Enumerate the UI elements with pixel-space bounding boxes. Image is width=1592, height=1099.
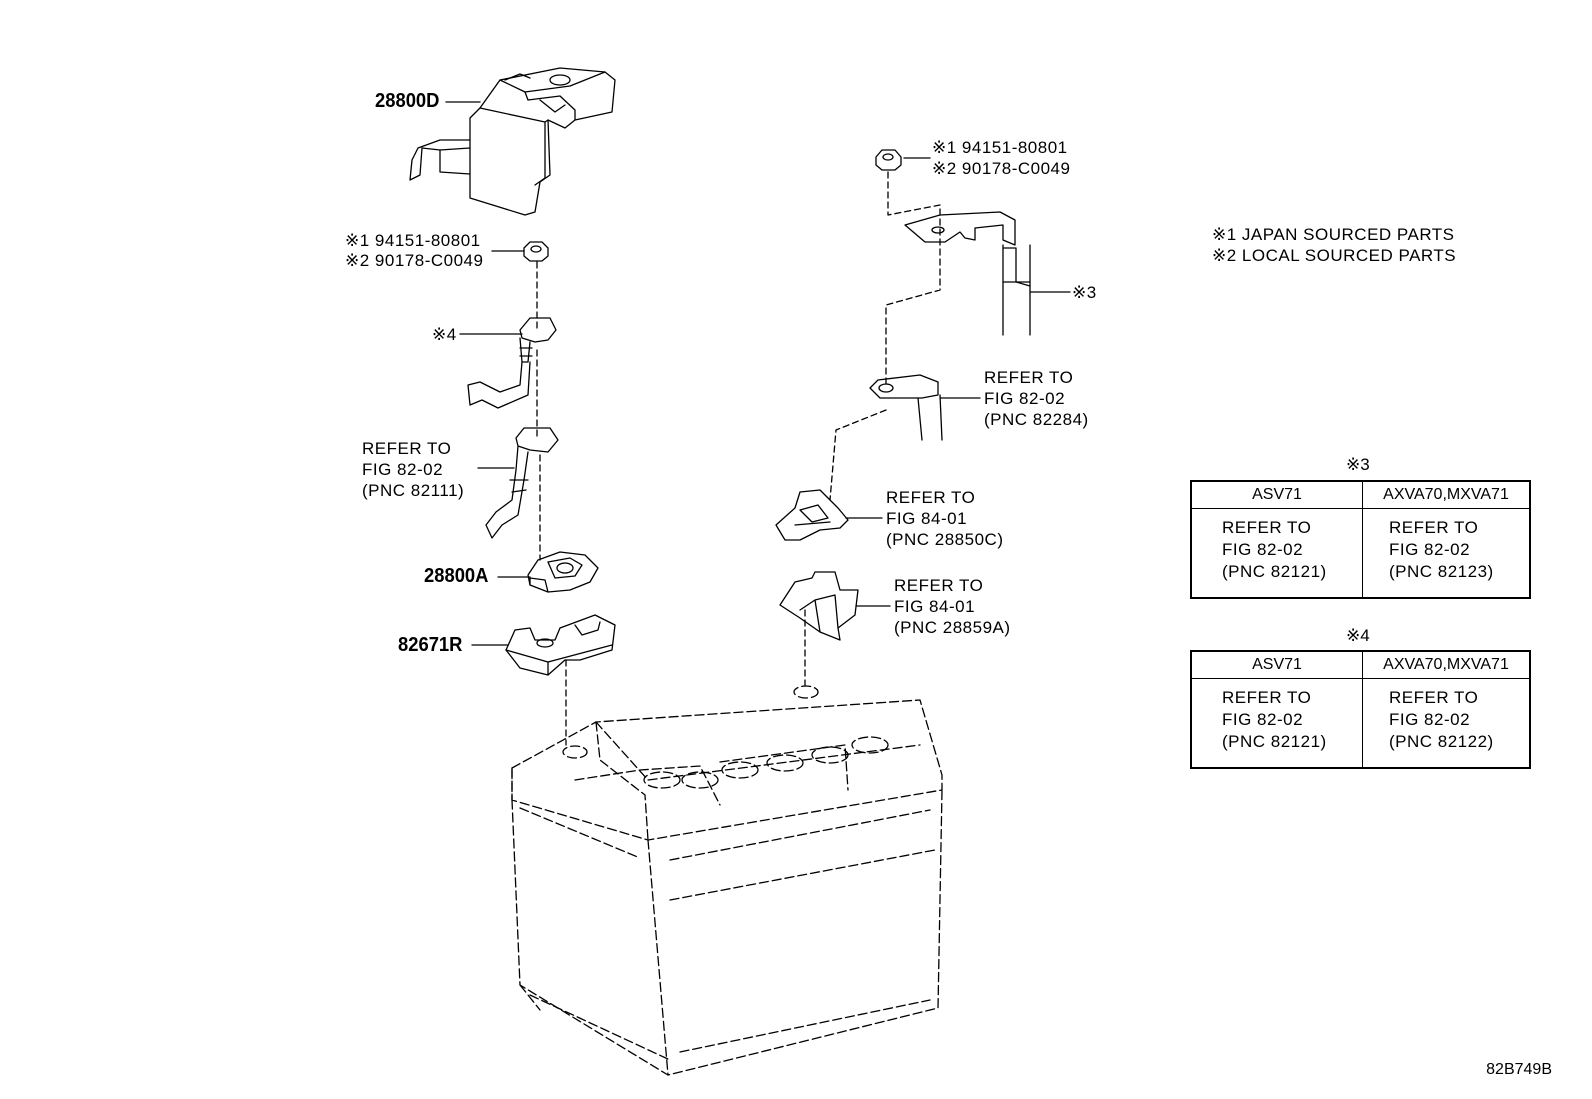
clamp-drawing bbox=[527, 551, 599, 593]
nut-right-label-1[interactable]: ※1 94151-80801 bbox=[932, 138, 1068, 157]
dashed-axis-right bbox=[804, 171, 941, 691]
nut-left-label-2[interactable]: ※2 90178-C0049 bbox=[345, 251, 484, 270]
table3-col-asv71: ASV71 bbox=[1190, 480, 1363, 509]
part-number-28800d[interactable]: 28800D bbox=[375, 90, 440, 112]
bracket-28859a-drawing bbox=[779, 571, 859, 641]
part-number-82671r[interactable]: 82671R bbox=[398, 634, 463, 656]
cable-mark3-drawing bbox=[904, 211, 1031, 336]
nut-right-label-2[interactable]: ※2 90178-C0049 bbox=[932, 159, 1071, 178]
ref-pnc-28850c[interactable]: REFER TO FIG 84-01 (PNC 28850C) bbox=[886, 488, 1004, 549]
table3-title: ※3 bbox=[1346, 455, 1370, 474]
table4-title: ※4 bbox=[1346, 626, 1370, 645]
holder-drawing bbox=[505, 614, 616, 676]
table4-col-axva70: AXVA70,MXVA71 bbox=[1362, 650, 1531, 679]
dashed-axis-left bbox=[536, 261, 567, 746]
nut-right-drawing bbox=[875, 149, 902, 171]
terminal-28850c-drawing bbox=[775, 489, 849, 541]
table-mark3: ASV71 AXVA70,MXVA71 REFER TO FIG 82-02 (… bbox=[1190, 480, 1531, 599]
nut-left-label-1[interactable]: ※1 94151-80801 bbox=[345, 231, 481, 250]
table4-cell-asv71[interactable]: REFER TO FIG 82-02 (PNC 82121) bbox=[1190, 678, 1363, 769]
legend-line-2: ※2 LOCAL SOURCED PARTS bbox=[1212, 246, 1457, 265]
legend-line-1: ※1 JAPAN SOURCED PARTS bbox=[1212, 225, 1455, 244]
ref-pnc-28859a[interactable]: REFER TO FIG 84-01 (PNC 28859A) bbox=[894, 576, 1011, 637]
terminal-cover-drawing bbox=[409, 67, 616, 216]
battery-drawing bbox=[511, 685, 943, 1076]
table4-col-asv71: ASV71 bbox=[1190, 650, 1363, 679]
table-mark4: ASV71 AXVA70,MXVA71 REFER TO FIG 82-02 (… bbox=[1190, 650, 1531, 769]
ref-pnc-82111[interactable]: REFER TO FIG 82-02 (PNC 82111) bbox=[362, 439, 465, 500]
cable-82111-drawing bbox=[485, 427, 559, 539]
table3-col-axva70: AXVA70,MXVA71 bbox=[1362, 480, 1531, 509]
cable-82284-drawing bbox=[869, 374, 943, 441]
part-number-28800a[interactable]: 28800A bbox=[424, 565, 489, 587]
table4-cell-axva70[interactable]: REFER TO FIG 82-02 (PNC 82122) bbox=[1362, 678, 1531, 769]
figure-code: 82B749B bbox=[1486, 1061, 1552, 1078]
nut-left-drawing bbox=[523, 241, 549, 262]
mark4-label: ※4 bbox=[432, 325, 457, 344]
table3-cell-asv71[interactable]: REFER TO FIG 82-02 (PNC 82121) bbox=[1190, 508, 1363, 599]
mark3-label: ※3 bbox=[1072, 283, 1097, 302]
cable-mark4-drawing bbox=[467, 317, 557, 409]
table3-cell-axva70[interactable]: REFER TO FIG 82-02 (PNC 82123) bbox=[1362, 508, 1531, 599]
ref-pnc-82284[interactable]: REFER TO FIG 82-02 (PNC 82284) bbox=[984, 368, 1089, 429]
leader-lines bbox=[445, 101, 1071, 646]
